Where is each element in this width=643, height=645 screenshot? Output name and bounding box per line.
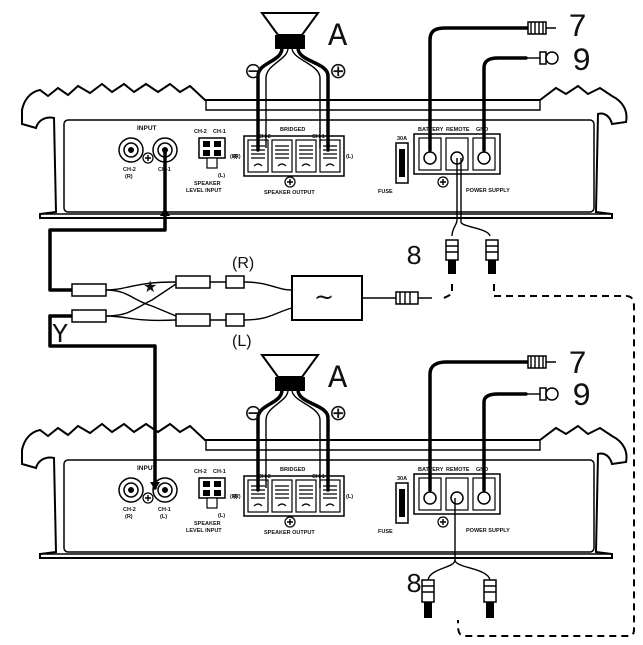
out-ch1-label: CH-1 <box>312 134 325 140</box>
fuse-label: FUSE <box>378 529 393 535</box>
speaker-level-label-1: SPEAKER <box>194 521 221 527</box>
source-unit: ~ <box>291 275 432 321</box>
ch2-label: CH-2 <box>123 507 136 513</box>
ch1-label: CH-1 <box>158 507 171 513</box>
out-ch1-label: CH-1 <box>312 474 325 480</box>
remote-connector-upper <box>445 239 499 274</box>
fuse-label: FUSE <box>378 189 393 195</box>
battery-wire-callout: 7 <box>568 346 587 383</box>
battery-wire-callout: 7 <box>568 9 587 46</box>
out-r-label: (R) <box>233 154 241 160</box>
remote-label: REMOTE <box>446 127 470 133</box>
out-ch2-label: CH-2 <box>258 134 271 140</box>
speaker-output-label: SPEAKER OUTPUT <box>264 190 315 196</box>
level-ch2-label: CH-2 <box>194 469 207 475</box>
y-cable-callout: Y <box>52 321 68 351</box>
fuse-rating-label: 30A <box>397 136 407 142</box>
amplifier-lower-body <box>21 423 628 559</box>
out-l-label: (L) <box>346 154 353 160</box>
speaker-upper-label: A <box>328 18 348 55</box>
ground-wire-callout: 9 <box>572 378 591 415</box>
input-label: INPUT <box>137 465 157 472</box>
level-ch2-label: CH-2 <box>194 129 207 135</box>
speaker-lower-icon <box>261 354 319 392</box>
level-ch1-label: CH-1 <box>213 469 226 475</box>
level-r-label: (R) <box>230 494 238 500</box>
power-supply-label: POWER SUPPLY <box>466 528 510 534</box>
level-l-label: (L) <box>218 173 225 179</box>
remote-wire-callout: 8 <box>406 243 422 273</box>
speaker-level-label-1: SPEAKER <box>194 181 221 187</box>
right-channel-label: (R) <box>232 255 254 272</box>
sine-wave-icon: ~ <box>314 283 334 311</box>
remote-link-short <box>439 284 453 301</box>
amplifier-upper: INPUT CH-2 (R) CH-1 CH-2 CH-1 (R) (L) SP… <box>21 83 628 219</box>
rca-y-cable <box>48 148 293 490</box>
plus-icon: ⊕ <box>329 59 347 84</box>
plus-icon: ⊕ <box>329 401 347 426</box>
speaker-level-label-2: LEVEL INPUT <box>186 528 222 534</box>
level-r-label: (R) <box>230 154 238 160</box>
remote-connector-lower <box>421 579 497 618</box>
out-l-label: (L) <box>346 494 353 500</box>
ch1-l-label: (L) <box>160 514 167 520</box>
remote-label: REMOTE <box>446 467 470 473</box>
gnd-label: GND <box>476 127 488 133</box>
power-wires-lower <box>427 355 559 581</box>
level-ch1-label: CH-1 <box>213 129 226 135</box>
speaker-output-label: SPEAKER OUTPUT <box>264 530 315 536</box>
out-r-label: (R) <box>233 494 241 500</box>
bridged-label: BRIDGED <box>280 467 305 473</box>
fuse-rating-label: 30A <box>397 476 407 482</box>
remote-link-dashed <box>457 284 635 637</box>
out-ch2-label: CH-2 <box>258 474 271 480</box>
speaker-level-label-2: LEVEL INPUT <box>186 188 222 194</box>
amplifier-lower: INPUT CH-2 (R) CH-1 (L) CH-2 CH-1 (R) (L… <box>21 423 628 559</box>
remote-wire-callout: 8 <box>406 571 422 601</box>
ch2-label: CH-2 <box>123 167 136 173</box>
speaker-lower-label: A <box>328 360 348 397</box>
speaker-wire-lower <box>256 388 330 492</box>
minus-icon: ⊖ <box>244 401 262 426</box>
star-icon: ★ <box>143 279 157 296</box>
power-wires-upper <box>428 21 559 237</box>
amplifier-upper-body <box>21 83 628 219</box>
ch2-r-label: (R) <box>125 514 133 520</box>
left-channel-label: (L) <box>232 333 252 350</box>
speaker-upper-icon <box>261 12 319 50</box>
ground-wire-callout: 9 <box>572 43 591 80</box>
minus-icon: ⊖ <box>244 59 262 84</box>
input-label: INPUT <box>137 125 157 132</box>
level-l-label: (L) <box>218 513 225 519</box>
ch2-r-label: (R) <box>125 174 133 180</box>
gnd-label: GND <box>476 467 488 473</box>
power-supply-label: POWER SUPPLY <box>466 188 510 194</box>
speaker-wire-upper <box>256 46 330 152</box>
bridged-label: BRIDGED <box>280 127 305 133</box>
